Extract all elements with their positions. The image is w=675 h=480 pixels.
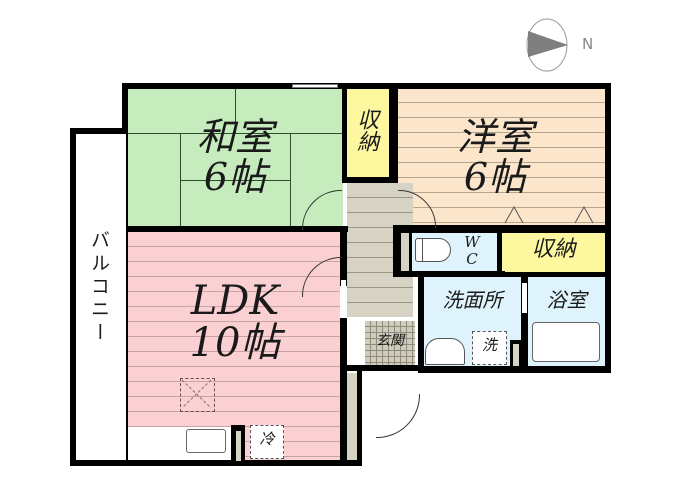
balcony-label: バルコニー: [87, 230, 110, 345]
wall: [122, 226, 348, 232]
bathtub: [532, 322, 600, 362]
tatami-line: [127, 133, 343, 134]
wall: [521, 277, 528, 373]
wall: [393, 225, 611, 233]
senmenjo-label: 洗面所: [442, 288, 503, 312]
wall: [357, 365, 362, 466]
ldk-size: 10帖: [189, 320, 281, 366]
wash-basin: [425, 338, 465, 365]
wall: [347, 365, 418, 371]
washitsu-name: 和室: [196, 115, 273, 159]
floor-hatch: [180, 378, 215, 412]
wall: [70, 460, 362, 466]
window: [292, 84, 338, 88]
ldk-name: LDK: [190, 278, 280, 324]
room-ldk: [128, 232, 340, 460]
fridge: [250, 425, 284, 459]
genkan-label: 玄関: [376, 333, 404, 349]
washer-label: 洗: [481, 336, 497, 354]
wall: [393, 271, 505, 277]
compass-label: N: [582, 35, 594, 53]
washitsu-label: 和室 6帖: [160, 115, 310, 199]
balcony: [70, 128, 126, 466]
kitchen-sink: [186, 429, 226, 453]
youshitsu-name: 洋室: [456, 115, 533, 159]
wc-label: W C: [462, 234, 482, 268]
room-storage-top: [347, 88, 389, 177]
wall: [340, 226, 347, 286]
storage-right-label: 収納: [531, 237, 576, 262]
compass: N: [522, 18, 594, 74]
toilet: [415, 238, 451, 262]
wall-panel: [401, 233, 409, 271]
wc-w: W: [464, 233, 480, 251]
washer: [472, 331, 507, 365]
toilet-tank: [415, 238, 423, 262]
floor-hatch-x-icon: [181, 379, 212, 409]
wall: [409, 225, 412, 277]
fridge-label: 冷: [259, 430, 275, 448]
north-arrow-icon: [526, 18, 568, 72]
wall: [340, 318, 347, 466]
wall: [502, 272, 611, 277]
wall-panel: [347, 373, 357, 461]
wall: [389, 83, 398, 183]
door-opening: [341, 280, 346, 318]
bath-door: [522, 283, 527, 313]
wall: [342, 177, 398, 183]
wall: [497, 225, 502, 277]
tatami-line: [180, 180, 290, 181]
wall: [418, 366, 611, 373]
youshitsu-label: 洋室 6帖: [425, 115, 565, 199]
tatami-line: [290, 133, 291, 228]
wall: [393, 225, 401, 277]
room-storage-right: [502, 233, 605, 272]
washitsu-size: 6帖: [203, 154, 267, 199]
youshitsu-size: 6帖: [463, 154, 527, 199]
room-youshitsu: [398, 88, 605, 225]
room-genkan: [365, 321, 415, 365]
genkan-floor: [347, 321, 365, 365]
wall: [342, 83, 347, 183]
wall-panel: [513, 344, 519, 366]
wall: [122, 83, 610, 89]
wc-c: C: [466, 250, 478, 268]
yokushitsu-label: 浴室: [546, 288, 587, 312]
storage-top-label: 収納: [353, 108, 379, 152]
closet-door-icon: [504, 205, 594, 224]
wall: [418, 277, 424, 373]
ldk-label: LDK 10帖: [170, 280, 300, 364]
wall-panel: [236, 431, 241, 461]
tatami-line: [235, 88, 236, 133]
